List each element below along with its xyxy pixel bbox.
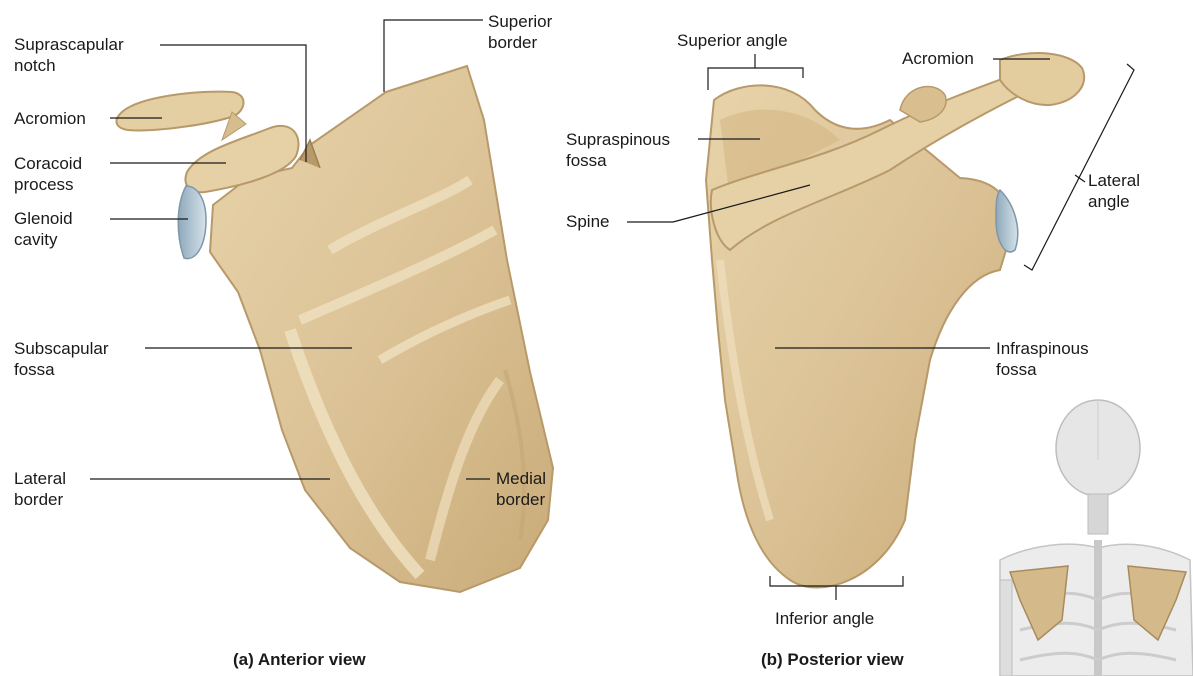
label-superior-angle: Superior angle [677, 30, 788, 51]
label-subscapular-fossa: Subscapular fossa [14, 338, 109, 380]
label-inferior-angle: Inferior angle [775, 608, 874, 629]
posterior-scapula [706, 53, 1084, 587]
label-infraspinous-fossa: Infraspinous fossa [996, 338, 1089, 380]
label-suprascapular-notch: Suprascapular notch [14, 34, 124, 76]
caption-anterior-view: (a) Anterior view [233, 650, 366, 670]
label-acromion-anterior: Acromion [14, 108, 86, 129]
label-medial-border: Medial border [496, 468, 546, 510]
label-glenoid-cavity: Glenoid cavity [14, 208, 73, 250]
label-lateral-border: Lateral border [14, 468, 66, 510]
skeleton-inset [1000, 400, 1193, 676]
label-superior-border: Superior border [488, 11, 552, 53]
caption-posterior-view: (b) Posterior view [761, 650, 904, 670]
label-lateral-angle: Lateral angle [1088, 170, 1140, 212]
label-supraspinous-fossa: Supraspinous fossa [566, 129, 670, 171]
label-acromion-posterior: Acromion [902, 48, 974, 69]
label-spine: Spine [566, 211, 609, 232]
anterior-scapula [116, 66, 553, 592]
label-coracoid-process: Coracoid process [14, 153, 82, 195]
